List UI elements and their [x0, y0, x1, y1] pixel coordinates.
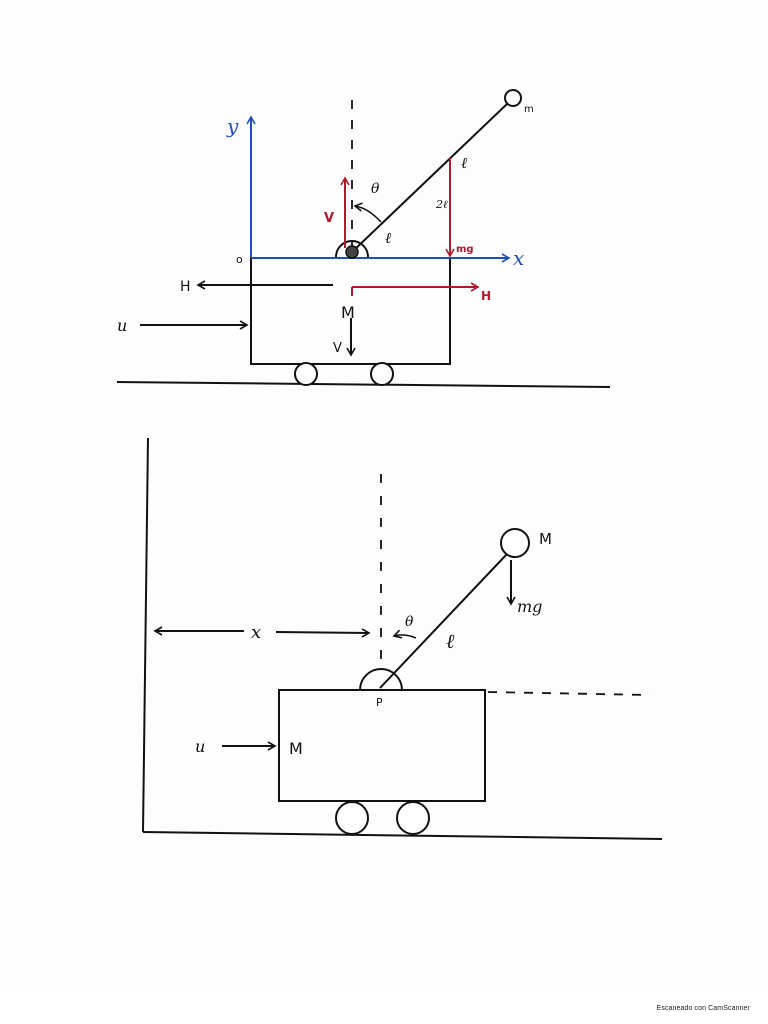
bottom-cart-wheel-left [335, 801, 369, 835]
top-ground-line [116, 381, 611, 388]
scanner-footer [0, 993, 768, 1024]
bottom-position-label: x [251, 622, 261, 643]
top-pendulum-mass [504, 89, 522, 107]
bottom-pivot-label: P [376, 696, 383, 709]
top-x-axis-label: x [513, 246, 524, 270]
bottom-position-arrow-right [275, 628, 371, 638]
bottom-wall-line [142, 437, 149, 833]
top-force-mg-label: mg [456, 244, 474, 255]
bottom-cart-mass-label: M [289, 739, 303, 758]
top-pivot-semicircle [335, 240, 369, 258]
top-force-h-right-label: H [481, 289, 491, 303]
bottom-cart-body [278, 689, 486, 802]
bottom-pendulum-rod [379, 553, 508, 689]
bottom-ground-line [142, 831, 663, 840]
bottom-weight-label: mg [517, 597, 542, 616]
top-force-h-left-label: H [180, 279, 191, 295]
bottom-input-label: u [195, 737, 205, 756]
top-pivot-joint [345, 245, 359, 259]
top-diagram: y x o m θ ℓ ℓ 2ℓ mg V H H M V [116, 89, 611, 388]
bottom-angle-arc [392, 629, 417, 639]
bottom-horizontal-reference-dashed [487, 691, 651, 696]
top-mass-label: m [524, 104, 534, 115]
scanner-watermark: Escaneado con CamScanner [656, 1005, 750, 1012]
bottom-pivot-semicircle [359, 668, 403, 691]
top-rod-label-lower: ℓ [385, 229, 391, 247]
top-cart-mass-label: M [341, 303, 355, 322]
top-angle-arc [353, 202, 382, 223]
top-length-label: 2ℓ [435, 198, 448, 211]
top-y-axis-label: y [226, 114, 239, 138]
top-rod-label-upper: ℓ [461, 154, 467, 172]
top-cart-wheel-right [370, 362, 394, 386]
bottom-pendulum-mass [500, 528, 530, 558]
bottom-cart-wheel-right [396, 801, 430, 835]
top-cart-wheel-left [294, 362, 318, 386]
bottom-diagram: P M ℓ mg θ x u M [142, 437, 663, 840]
cart-pendulum-diagrams: y x o m θ ℓ ℓ 2ℓ mg V H H M V [116, 89, 663, 840]
top-origin-label: o [236, 253, 243, 266]
top-force-v-down-label: V [333, 341, 342, 356]
bottom-mass-label: M [539, 530, 552, 548]
top-pendulum-rod [351, 103, 508, 253]
top-input-label: u [117, 316, 127, 335]
top-angle-label: θ [371, 181, 380, 197]
bottom-rod-label: ℓ [446, 629, 455, 653]
bottom-angle-label: θ [405, 614, 414, 630]
top-force-v-up-label: V [324, 211, 334, 226]
